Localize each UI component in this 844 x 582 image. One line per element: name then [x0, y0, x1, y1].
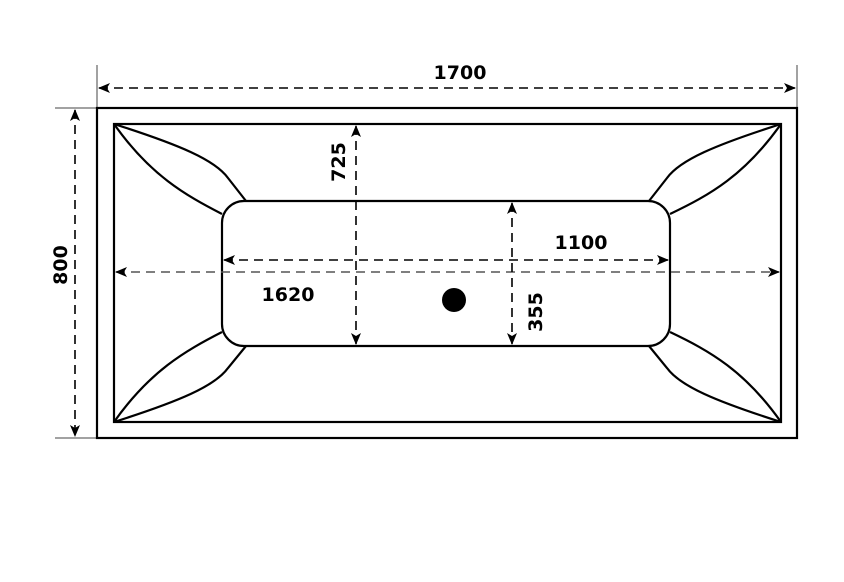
label-inner-width: 725 — [328, 142, 350, 182]
extension-lines — [55, 65, 798, 439]
label-overall-length: 1700 — [434, 62, 487, 84]
label-inner-length: 1620 — [262, 284, 315, 306]
drain-hole — [442, 288, 466, 312]
inner-rim — [112, 122, 783, 424]
label-basin-width: 355 — [525, 292, 547, 332]
basin — [220, 199, 672, 348]
corner-wings — [113, 122, 782, 424]
label-overall-width: 800 — [50, 245, 72, 285]
outer-rim — [95, 106, 799, 440]
label-basin-length: 1100 — [555, 232, 608, 254]
